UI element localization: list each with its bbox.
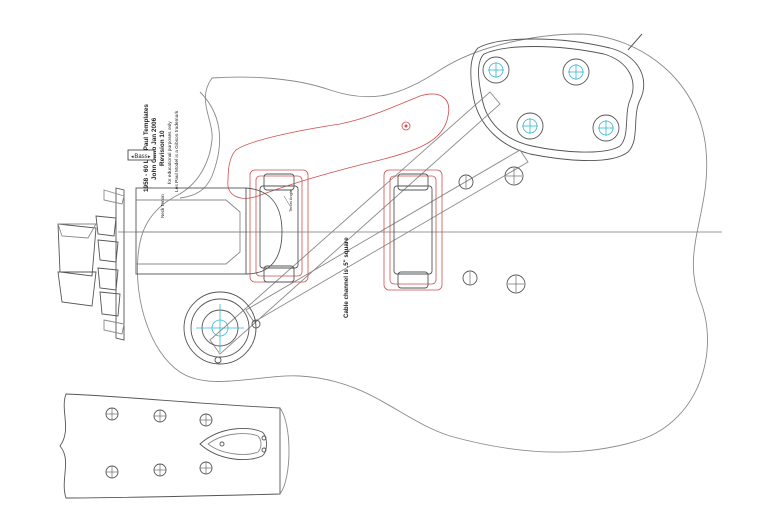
tuner-hole-2 [153,409,167,423]
template-disclaimer-1: for educational purposes only [167,121,173,184]
tenon-angle-label: Tenon Angle [288,189,293,212]
headstock [59,393,290,499]
control-pot-1 [482,56,510,84]
neck-pickup-route [249,169,309,283]
selector-switch-mark [627,33,643,51]
template-author: John Catto Jan 2006 [151,117,158,180]
tuner-hole-4 [105,465,119,479]
body-outline [136,33,708,453]
control-pot-3 [516,112,544,140]
template-title: 1958 - 60 Les Paul Templates [143,104,150,192]
bridge-pickup-route [383,169,443,291]
control-cavity-inner [478,46,634,153]
title-block: 1958 - 60 Les Paul Templates John Catto … [143,104,180,192]
neck-tenon: Neck Tenon [135,187,283,275]
svg-text:▸: ▸ [148,154,151,160]
tuner-hole-5 [153,463,167,477]
bridge-post-upper [458,174,474,190]
cable-channel-note: Cable channel is .5" square [343,237,350,318]
tuner-hole-6 [199,461,213,475]
output-jack [183,291,261,365]
svg-text:◂: ◂ [131,154,134,160]
bass-tag: Bass ◂ ▸ [127,149,155,161]
top-carve-outline [179,91,221,199]
bridge-post-lower [462,270,478,286]
bass-tag-label: Bass [134,154,147,160]
wire-channel-2 [245,149,529,323]
control-pot-4 [592,114,620,142]
tailpiece-post-lower [506,274,526,294]
neck-tenon-label: Neck Tenon [160,194,165,218]
pickguard-outline [227,93,450,199]
template-disclaimer-2: Les Paul Model is a Gibson trademark [174,110,180,192]
tuner-hole-3 [199,413,213,427]
pickguard-screw [401,121,411,131]
truss-rod-cover [199,427,267,461]
tailpiece-post-upper [504,166,524,186]
wire-channel [209,91,501,355]
template-revision: Revision 10 [159,130,166,166]
neck-angle-wedges [57,187,125,341]
tuner-hole-1 [105,407,119,421]
control-pot-2 [562,58,590,86]
